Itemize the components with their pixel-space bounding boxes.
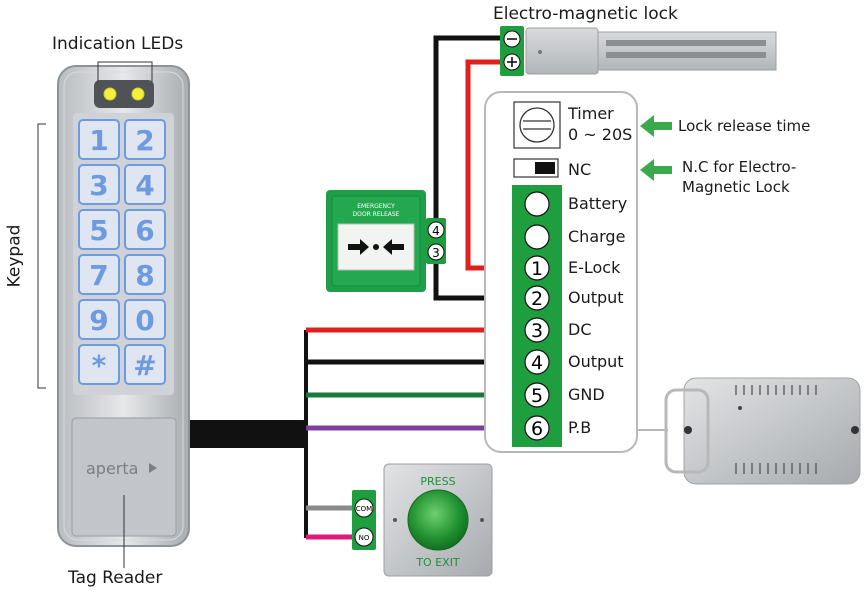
keypad-key-label: # (133, 349, 156, 382)
keypad-key-label: 5 (89, 214, 108, 247)
leds-pointer (97, 61, 153, 82)
keypad-key[interactable] (124, 254, 166, 295)
keypad-key-label: 2 (135, 124, 154, 157)
keypad-key[interactable] (78, 299, 120, 340)
keypad-key-label: 7 (89, 259, 108, 292)
exit-terminal-com: COM (356, 505, 372, 513)
arrow-left-icon (383, 239, 404, 255)
terminal-circle (524, 285, 550, 311)
nc-note-line1: N.C for Electro- (682, 158, 797, 176)
terminal-circle (524, 255, 550, 281)
keypad-key-label: 1 (89, 124, 108, 157)
keypad-key[interactable] (124, 209, 166, 250)
arrow-right-icon (348, 239, 369, 255)
keypad-bracket (37, 123, 46, 389)
terminal-strip (512, 185, 562, 447)
terminal-circle (524, 415, 550, 441)
exit-terminal-no: NO (359, 534, 370, 542)
terminal-circle (524, 382, 550, 408)
emergency-release-unit: EMERGENCY DOOR RELEASE 4 3 (326, 190, 446, 292)
terminal-circle (524, 317, 550, 343)
tag-reader-label: Tag Reader (68, 568, 163, 588)
emergency-terminal-3: 3 (432, 246, 440, 260)
terminal-label: GND (568, 385, 605, 404)
brand-logo: aperta (86, 459, 138, 478)
maglock-device (500, 26, 777, 76)
keypad-key[interactable] (78, 119, 120, 160)
brand-mark (149, 463, 157, 473)
terminal-circle (524, 349, 550, 375)
emergency-text-1: EMERGENCY (357, 203, 395, 210)
terminal-label: P.B (568, 418, 592, 437)
terminal-label: Charge (568, 227, 626, 246)
terminal-label: E-Lock (568, 258, 621, 277)
nc-label: NC (568, 160, 592, 179)
controller-board: 1 2 3 4 5 6 (484, 91, 638, 453)
exit-button-unit: COM NO PRESS TO EXIT (352, 463, 493, 577)
terminal-number: 2 (531, 288, 543, 310)
terminal-circle (524, 191, 550, 217)
terminal-label: Output (568, 288, 624, 307)
keypad-key-label: 0 (135, 304, 154, 337)
keypad-key[interactable] (78, 164, 120, 205)
indication-leds-label: Indication LEDs (52, 34, 184, 54)
keypad-key-label: 8 (135, 259, 154, 292)
nc-note-line2: Magnetic Lock (682, 178, 790, 196)
terminal-number: 1 (531, 258, 543, 280)
terminal-number: 3 (531, 320, 543, 342)
wire-maglock-negative (433, 35, 520, 301)
terminal-circles: 1 2 3 4 5 6 (524, 191, 550, 441)
keypad-key[interactable] (78, 344, 120, 385)
terminal-label: Battery (568, 194, 628, 213)
led-window (94, 80, 154, 108)
terminal-number: 4 (531, 352, 543, 374)
maglock-label: Electro-magnetic lock (493, 4, 678, 24)
keypad-key-label: 4 (135, 169, 154, 202)
keypad-key[interactable] (78, 254, 120, 295)
terminal-number: 6 (531, 418, 543, 440)
keypad-key-label: 3 (89, 169, 108, 202)
timer-label: Timer (568, 104, 614, 123)
keypad-key[interactable] (78, 209, 120, 250)
keypad-key[interactable] (124, 119, 166, 160)
timer-range-label: 0 ~ 20S (568, 125, 633, 144)
led-left (103, 87, 117, 101)
arrow-lock-release-icon (640, 115, 672, 137)
timer-knob (519, 107, 555, 143)
emergency-terminal-4: 4 (432, 224, 440, 238)
main-cable (186, 420, 308, 448)
keypad-key[interactable] (124, 344, 166, 385)
exit-bottom-text: TO EXIT (415, 556, 460, 569)
keypad-key-label: 9 (89, 304, 108, 337)
center-dot-icon (373, 244, 379, 250)
keypad-key[interactable] (124, 299, 166, 340)
led-right (131, 87, 145, 101)
emergency-text-2: DOOR RELEASE (353, 211, 400, 218)
keypad-key-label: * (92, 349, 107, 382)
terminal-label: DC (568, 320, 592, 339)
exit-top-text: PRESS (420, 475, 455, 488)
lock-release-time-label: Lock release time (678, 117, 811, 135)
arrow-nc-icon (640, 159, 672, 181)
terminal-label: Output (568, 352, 624, 371)
keypad-key[interactable] (124, 164, 166, 205)
keypad-key-label: 6 (135, 214, 154, 247)
terminal-circle (524, 224, 550, 250)
keypad-label: Keypad (4, 224, 25, 288)
exit-button-dome[interactable] (407, 489, 469, 551)
terminal-number: 5 (531, 385, 543, 407)
power-supply (637, 377, 861, 485)
